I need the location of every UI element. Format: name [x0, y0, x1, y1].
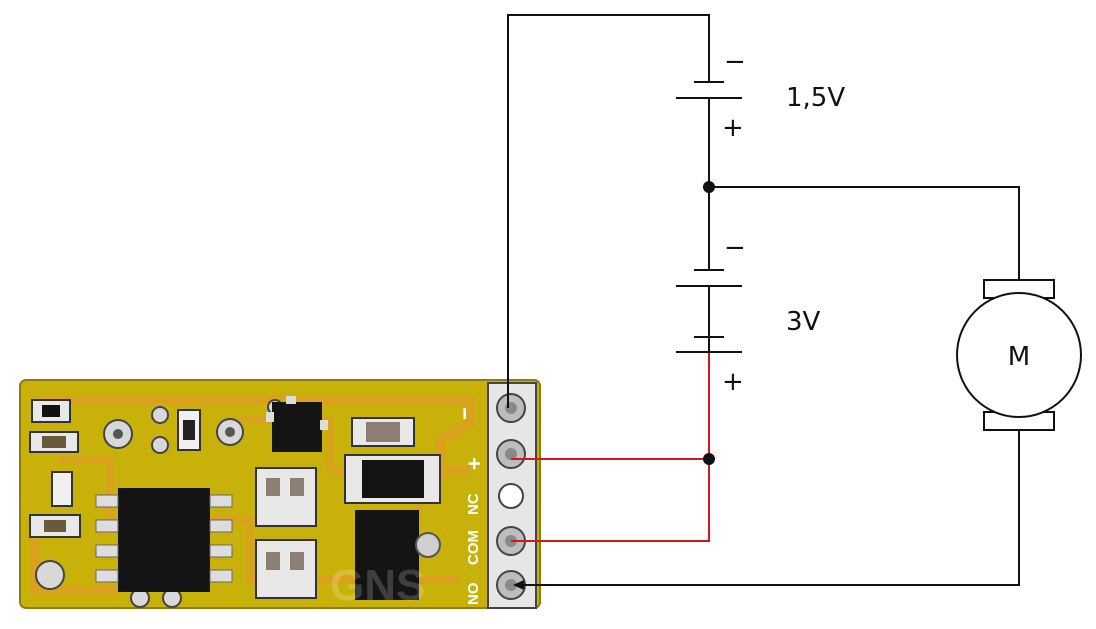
- motor-body: [956, 292, 1082, 418]
- motor-label: M: [1008, 342, 1030, 372]
- smd-component: [255, 539, 317, 599]
- pcb-trace: [30, 520, 120, 595]
- terminal-label-nc: NC: [465, 493, 482, 515]
- terminal-label-plus: +: [462, 457, 487, 470]
- smd-component: [255, 467, 317, 527]
- wires: [507, 14, 1020, 590]
- battery-top-plus-label: +: [722, 113, 744, 143]
- transistor-pin: [286, 396, 296, 404]
- battery-bottom-plus-label: +: [722, 367, 744, 397]
- pcb-via: [113, 429, 123, 439]
- junction-dot: [703, 453, 715, 465]
- battery-top-minus-label: −: [724, 47, 746, 77]
- smd-component: [51, 471, 73, 507]
- pcb-watermark: GNS: [330, 561, 425, 610]
- terminal-label-minus: −: [452, 407, 477, 420]
- terminal-label-com: COM: [465, 530, 482, 565]
- pcb-via: [415, 532, 441, 558]
- battery-top-voltage: 1,5V: [786, 83, 845, 113]
- terminal-no: [496, 570, 526, 600]
- smd-component: [290, 478, 304, 496]
- wire-minus-to-battery: [507, 14, 710, 408]
- relay-component: [355, 510, 419, 600]
- relay-component: [362, 460, 424, 498]
- pcb-trace: [40, 395, 475, 475]
- transistor-pin: [266, 412, 274, 422]
- arrow-head: [513, 580, 524, 590]
- terminal-nc: [498, 483, 524, 509]
- ic-chip: [95, 488, 233, 592]
- transistor: [272, 402, 322, 452]
- smd-component: [266, 478, 280, 496]
- smd-component: [42, 405, 60, 417]
- battery-bottom-minus-label: −: [724, 233, 746, 263]
- terminal-minus: [496, 393, 526, 423]
- motor: M: [956, 279, 1082, 431]
- transistor-pin: [320, 420, 328, 430]
- smd-component: [44, 520, 66, 532]
- smd-component: [290, 552, 304, 570]
- battery-3v: − + 3V: [676, 233, 821, 397]
- smd-component: [366, 422, 400, 442]
- pcb-via: [151, 406, 169, 424]
- relay-module-board: GNS − + NC COM NO: [19, 379, 541, 610]
- terminal-plus: [496, 439, 526, 469]
- pcb-via: [225, 427, 235, 437]
- smd-component: [183, 420, 195, 440]
- battery-1-5v: − + 1,5V: [676, 47, 845, 143]
- wire-motor-to-no: [515, 430, 1020, 586]
- terminal-label-no: NO: [465, 582, 482, 605]
- junction-dot: [703, 181, 715, 193]
- pcb-via: [35, 560, 65, 590]
- smd-component: [266, 552, 280, 570]
- pcb-via: [151, 436, 169, 454]
- wire-plus-red: [511, 352, 710, 542]
- smd-component: [42, 436, 66, 448]
- battery-bottom-voltage: 3V: [786, 307, 821, 337]
- wire-junction-to-motor: [709, 186, 1020, 280]
